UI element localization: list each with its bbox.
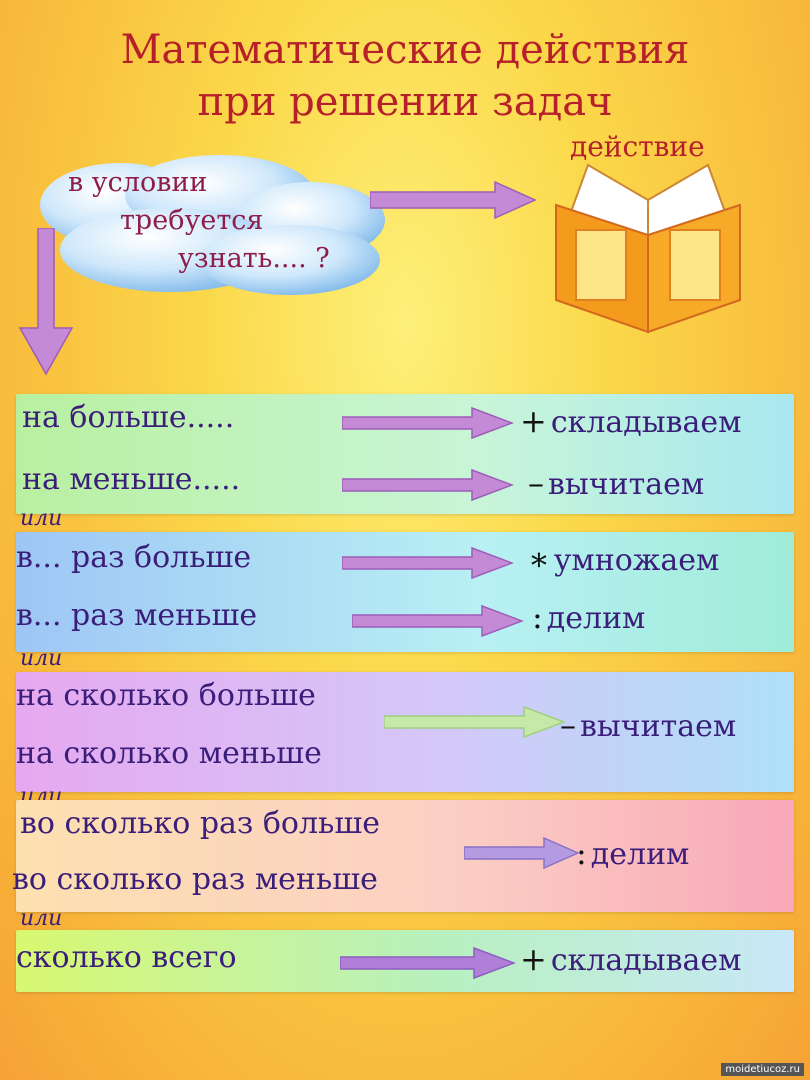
- row-label-7: сколько всего: [16, 940, 237, 975]
- title-line-2: при решении задач: [197, 79, 613, 125]
- row-label-3: в... раз больше: [16, 540, 252, 575]
- row-action-text-5: вычитаем: [580, 709, 737, 744]
- row-group-1: [16, 394, 794, 514]
- asterisk-icon: ∗: [528, 540, 550, 578]
- division-icon: :: [576, 834, 587, 872]
- row-label-5b: на сколько меньше: [16, 736, 322, 771]
- row-action-1: +складываем: [520, 402, 742, 440]
- row-action-text-1: складываем: [550, 405, 742, 440]
- plus-icon: +: [520, 940, 547, 978]
- row-group-3: [16, 672, 794, 792]
- cloud-text-2: требуется: [120, 205, 264, 236]
- arrow-right-icon: [384, 705, 566, 739]
- arrow-right-icon: [370, 180, 537, 220]
- row-group-4: [16, 800, 794, 912]
- row-action-text-2: вычитаем: [548, 467, 705, 502]
- plus-icon: +: [520, 402, 547, 440]
- cloud-icon: [40, 155, 385, 295]
- minus-icon: –: [560, 706, 576, 744]
- row-action-text-6: делим: [590, 837, 690, 872]
- connector-4: или: [20, 906, 63, 931]
- book-icon: [555, 163, 741, 334]
- row-label-5: на сколько больше: [16, 678, 316, 713]
- row-action-7: +складываем: [520, 940, 742, 978]
- arrow-right-icon: [352, 604, 524, 638]
- arrow-right-icon: [342, 546, 514, 580]
- division-icon: :: [532, 598, 543, 636]
- arrow-right-icon: [464, 836, 580, 870]
- cloud-text-3: узнать.... ?: [178, 243, 330, 274]
- watermark: moidetiucoz.ru: [721, 1063, 804, 1076]
- row-group-2: [16, 532, 794, 652]
- cloud-text-1: в условии: [68, 167, 208, 198]
- connector-1: или: [20, 506, 63, 531]
- row-label-2: на меньше.....: [22, 462, 241, 497]
- row-action-text-4: делим: [546, 601, 646, 636]
- arrow-right-icon: [340, 946, 516, 980]
- arrow-down-icon: [18, 228, 74, 376]
- arrow-right-icon: [342, 468, 514, 502]
- row-label-4: в... раз меньше: [16, 598, 258, 633]
- arrow-right-icon: [342, 406, 514, 440]
- row-label-1: на больше.....: [22, 400, 235, 435]
- row-action-text-7: складываем: [550, 943, 742, 978]
- row-action-text-3: умножаем: [553, 543, 720, 578]
- book-label: действие: [570, 130, 705, 163]
- title-line-1: Математические действия: [120, 27, 690, 73]
- row-action-2: –вычитаем: [528, 464, 704, 502]
- row-action-4: :делим: [532, 598, 645, 636]
- row-label-6b: во сколько раз меньше: [12, 862, 378, 897]
- row-action-6: :делим: [576, 834, 689, 872]
- minus-icon: –: [528, 464, 544, 502]
- connector-2: или: [20, 646, 63, 671]
- row-action-5: –вычитаем: [560, 706, 736, 744]
- row-label-6: во сколько раз больше: [20, 806, 380, 841]
- row-action-3: ∗умножаем: [528, 540, 719, 578]
